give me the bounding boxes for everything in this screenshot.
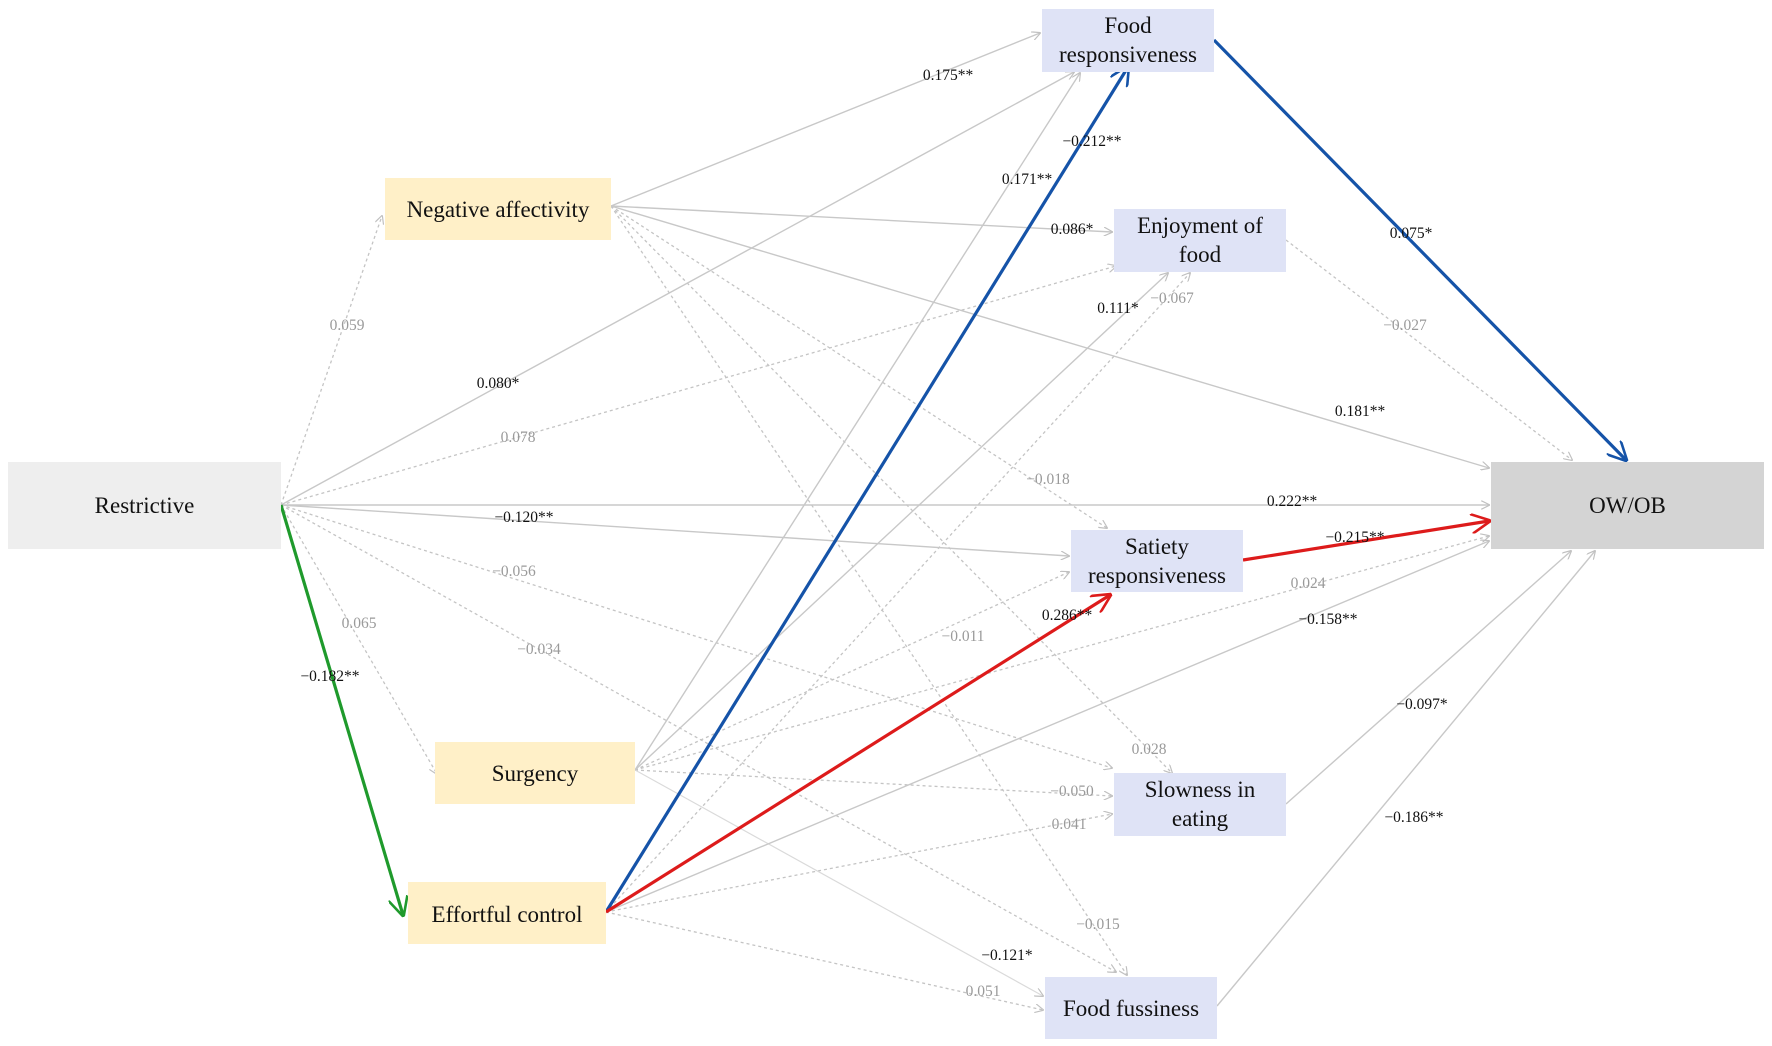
coef-label-r-ff: −0.034: [517, 641, 561, 658]
path-sur-sie: [634, 769, 1112, 796]
path-ec-fr: [604, 67, 1128, 913]
svg-text:OW/OB: OW/OB: [1589, 493, 1666, 518]
path-na-ff: [610, 205, 1127, 975]
coef-label-sur-sie: −0.050: [1050, 783, 1094, 800]
node-enjoyment-of-food: Enjoyment of food: [1114, 209, 1286, 272]
path-sur-owob: [634, 536, 1489, 771]
coef-label-ec-sie: 0.041: [1052, 816, 1087, 833]
coef-label-r-na: 0.059: [330, 317, 365, 334]
path-edges: [279, 33, 1626, 1010]
svg-text:responsiveness: responsiveness: [1088, 563, 1226, 588]
coef-label-r-sur: 0.065: [342, 615, 377, 632]
svg-text:Food fussiness: Food fussiness: [1063, 996, 1199, 1021]
path-sie-owob: [1285, 551, 1571, 805]
coef-label-ec-sr: 0.286**: [1042, 607, 1093, 624]
path-ec-owob: [605, 541, 1489, 913]
coef-label-sur-fr: 0.171**: [1002, 171, 1053, 188]
svg-text:Restrictive: Restrictive: [95, 493, 195, 518]
coef-label-fr-owob: 0.075*: [1390, 225, 1433, 242]
svg-text:eating: eating: [1172, 806, 1229, 831]
path-sur-ff: [634, 769, 1043, 996]
path-fr-owob: [1212, 38, 1626, 460]
coef-label-ec-ff: 0.051: [966, 983, 1001, 1000]
coef-label-sr-owob: −0.215**: [1325, 529, 1384, 546]
path-na-sr: [610, 205, 1107, 528]
coef-label-r-owob: 0.222**: [1267, 493, 1318, 510]
coefficient-labels: 0.059 0.080* 0.078 0.222** −0.120** −0.056 −0.…: [300, 67, 1447, 1000]
path-r-fr: [280, 72, 1074, 506]
path-r-ec: [279, 504, 403, 915]
path-ec-sr: [605, 595, 1110, 914]
path-r-sur: [280, 504, 437, 774]
svg-text:Satiety: Satiety: [1125, 534, 1189, 559]
path-na-sie: [610, 205, 1172, 773]
path-sr-owob: [1242, 521, 1489, 562]
svg-text:Enjoyment of: Enjoyment of: [1137, 213, 1263, 238]
svg-text:responsiveness: responsiveness: [1059, 42, 1197, 67]
path-ff-owob: [1216, 551, 1595, 1007]
coef-label-r-sr: −0.120**: [494, 509, 553, 526]
coef-label-na-fr: 0.175**: [923, 67, 974, 84]
path-na-owob: [610, 205, 1489, 468]
path-r-sr: [280, 504, 1069, 556]
coef-label-ec-fr: −0.212**: [1062, 133, 1121, 150]
coef-label-sur-ef: 0.111*: [1097, 300, 1139, 317]
path-r-ef: [280, 266, 1116, 506]
coef-label-na-owob: 0.181**: [1335, 403, 1386, 420]
path-r-ff: [280, 504, 1116, 972]
svg-text:Slowness in: Slowness in: [1145, 777, 1256, 802]
coef-label-r-ef: 0.078: [501, 429, 536, 446]
node-slowness-in-eating: Slowness in eating: [1114, 773, 1286, 836]
node-satiety-responsiveness: Satiety responsiveness: [1071, 530, 1243, 592]
path-sur-fr: [634, 73, 1080, 771]
svg-text:food: food: [1179, 242, 1222, 267]
path-r-na: [280, 216, 382, 506]
path-ec-ef: [605, 273, 1190, 913]
coef-label-sur-ff: −0.121*: [981, 947, 1033, 964]
path-sur-sr: [634, 572, 1069, 771]
node-restrictive: Restrictive: [8, 462, 281, 549]
coef-label-na-ff: −0.015: [1076, 916, 1120, 933]
path-ec-ff: [605, 911, 1043, 1010]
node-food-fussiness: Food fussiness: [1045, 977, 1217, 1039]
svg-text:Food: Food: [1104, 13, 1152, 38]
node-surgency: Surgency: [435, 742, 635, 804]
svg-text:Surgency: Surgency: [492, 761, 579, 786]
coef-label-ef-owob: −0.027: [1383, 317, 1427, 334]
coef-label-sur-sr: −0.011: [941, 628, 984, 645]
coef-label-r-sie: −0.056: [492, 563, 536, 580]
node-owob: OW/OB: [1491, 462, 1764, 549]
coef-label-r-fr: 0.080*: [477, 375, 520, 392]
coef-label-ec-ef: −0.067: [1150, 290, 1194, 307]
coef-label-ec-owob: −0.158**: [1298, 611, 1357, 628]
path-r-sie: [280, 504, 1112, 768]
svg-text:Negative affectivity: Negative affectivity: [407, 197, 590, 222]
node-food-responsiveness: Food responsiveness: [1042, 9, 1214, 72]
node-effortful-control: Effortful control: [408, 882, 606, 944]
path-ef-owob: [1285, 239, 1572, 460]
coef-label-na-sr: −0.018: [1026, 471, 1070, 488]
coef-label-r-ec: −0.182**: [300, 668, 359, 685]
coef-label-sie-owob: −0.097*: [1396, 696, 1448, 713]
coef-label-na-ef: 0.086*: [1051, 221, 1094, 238]
diagram-nodes: Restrictive OW/OB Negative affectivity S…: [8, 9, 1764, 1039]
path-ec-sie: [605, 814, 1112, 913]
node-negative-affectivity: Negative affectivity: [385, 178, 611, 240]
coef-label-na-sie: 0.028: [1132, 741, 1167, 758]
path-na-fr: [610, 33, 1040, 207]
svg-text:Effortful control: Effortful control: [432, 902, 583, 927]
path-sur-ef: [634, 273, 1168, 771]
coef-label-ff-owob: −0.186**: [1384, 809, 1443, 826]
coef-label-sur-owob: 0.024: [1291, 575, 1326, 592]
